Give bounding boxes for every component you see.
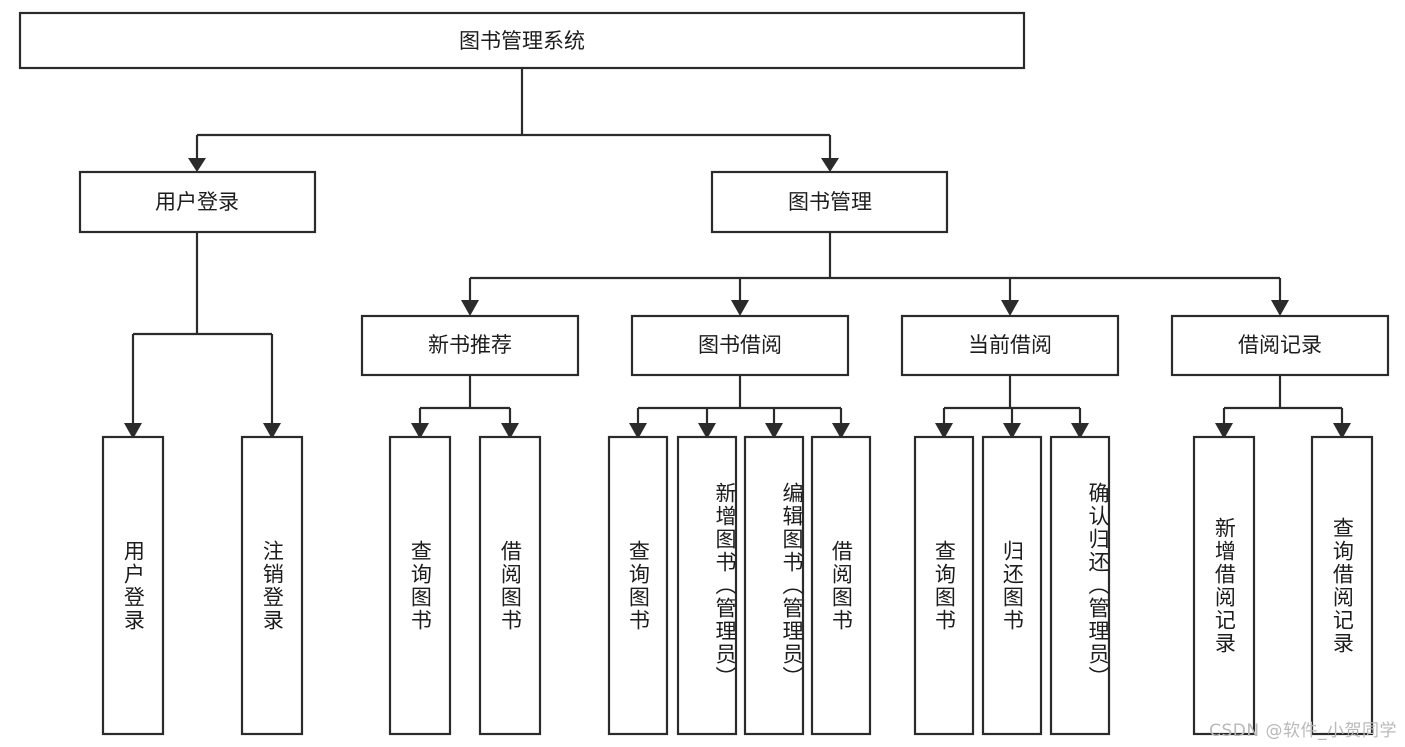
node-borrow-record-box[interactable] xyxy=(1170,314,1390,377)
leaf-box-query-book-1[interactable] xyxy=(388,435,452,736)
node-root-box[interactable] xyxy=(18,11,1026,70)
arrow-head-current-borrow xyxy=(1001,300,1019,316)
arrow-head-leaf-add-record xyxy=(1215,423,1233,439)
arrow-head-new-book xyxy=(461,300,479,316)
arrow-head-book-borrow xyxy=(731,300,749,316)
arrow-head-leaf-borrow-book-1 xyxy=(501,423,519,439)
leaf-box-query-book-2[interactable] xyxy=(607,435,669,736)
csdn-watermark: CSDN @软件_小贺同学 xyxy=(1209,721,1397,741)
node-borrow-record[interactable]: 借阅记录 xyxy=(1170,314,1390,377)
leaf-box-user-login[interactable] xyxy=(101,435,165,736)
arrow-head-leaf-query-book-1 xyxy=(411,423,429,439)
leaf-box-add-book[interactable] xyxy=(676,435,738,736)
node-book-borrow[interactable]: 图书借阅 xyxy=(630,314,850,377)
arrow-head-borrow-record xyxy=(1271,300,1289,316)
node-book-manage-box[interactable] xyxy=(710,170,949,234)
connector-group-root-to-level2 xyxy=(188,68,839,172)
connector-group-current-borrow-children xyxy=(935,375,1089,439)
arrow-head-leaf-logout xyxy=(263,423,281,439)
node-borrow-record-label: 借阅记录 xyxy=(1238,333,1322,357)
arrow-head-leaf-query-book-3 xyxy=(935,423,953,439)
arrow-head-leaf-return-book xyxy=(1003,423,1021,439)
leaf-box-query-book-3[interactable] xyxy=(913,435,975,736)
node-book-manage-label: 图书管理 xyxy=(788,190,872,214)
node-current-borrow[interactable]: 当前借阅 xyxy=(900,314,1120,377)
leaf-box-confirm-return[interactable] xyxy=(1049,435,1111,736)
node-current-borrow-box[interactable] xyxy=(900,314,1120,377)
connector-group-book-manage-children xyxy=(461,232,1289,316)
node-new-book-recommend[interactable]: 新书推荐 xyxy=(360,314,580,377)
node-root[interactable]: 图书管理系统 xyxy=(18,11,1026,70)
arrow-head-leaf-confirm-return xyxy=(1071,423,1089,439)
leaf-box-query-record[interactable] xyxy=(1310,435,1374,736)
arrow-head-leaf-borrow-book-2 xyxy=(832,423,850,439)
connector-group-new-book-children xyxy=(411,375,519,439)
node-user-login-box[interactable] xyxy=(78,170,317,234)
leaf-box-borrow-book-1[interactable] xyxy=(478,435,542,736)
connector-group-book-borrow-children xyxy=(629,375,850,439)
node-new-book-recommend-box[interactable] xyxy=(360,314,580,377)
connector-group-borrow-record-children xyxy=(1215,375,1351,439)
arrow-head-leaf-query-record xyxy=(1333,423,1351,439)
node-user-login[interactable]: 用户登录 xyxy=(78,170,317,234)
arrow-head-leaf-query-book-2 xyxy=(629,423,647,439)
leaf-box-logout[interactable] xyxy=(240,435,304,736)
arrow-head-user-login xyxy=(188,158,206,172)
arrow-head-leaf-edit-book xyxy=(765,423,783,439)
node-new-book-recommend-label: 新书推荐 xyxy=(428,333,512,357)
node-user-login-label: 用户登录 xyxy=(155,190,239,214)
node-root-label: 图书管理系统 xyxy=(459,29,585,53)
leaf-box-edit-book[interactable] xyxy=(743,435,805,736)
leaf-box-return-book[interactable] xyxy=(981,435,1043,736)
connector-group-user-login-children xyxy=(124,232,281,439)
leaf-box-borrow-book-2[interactable] xyxy=(810,435,872,736)
node-book-manage[interactable]: 图书管理 xyxy=(710,170,949,234)
arrow-head-book-manage xyxy=(821,158,839,172)
leaf-box-add-record[interactable] xyxy=(1192,435,1256,736)
arrow-head-leaf-user-login xyxy=(124,423,142,439)
node-current-borrow-label: 当前借阅 xyxy=(968,333,1052,357)
arrow-head-leaf-add-book xyxy=(698,423,716,439)
node-book-borrow-label: 图书借阅 xyxy=(698,333,782,357)
node-book-borrow-box[interactable] xyxy=(630,314,850,377)
